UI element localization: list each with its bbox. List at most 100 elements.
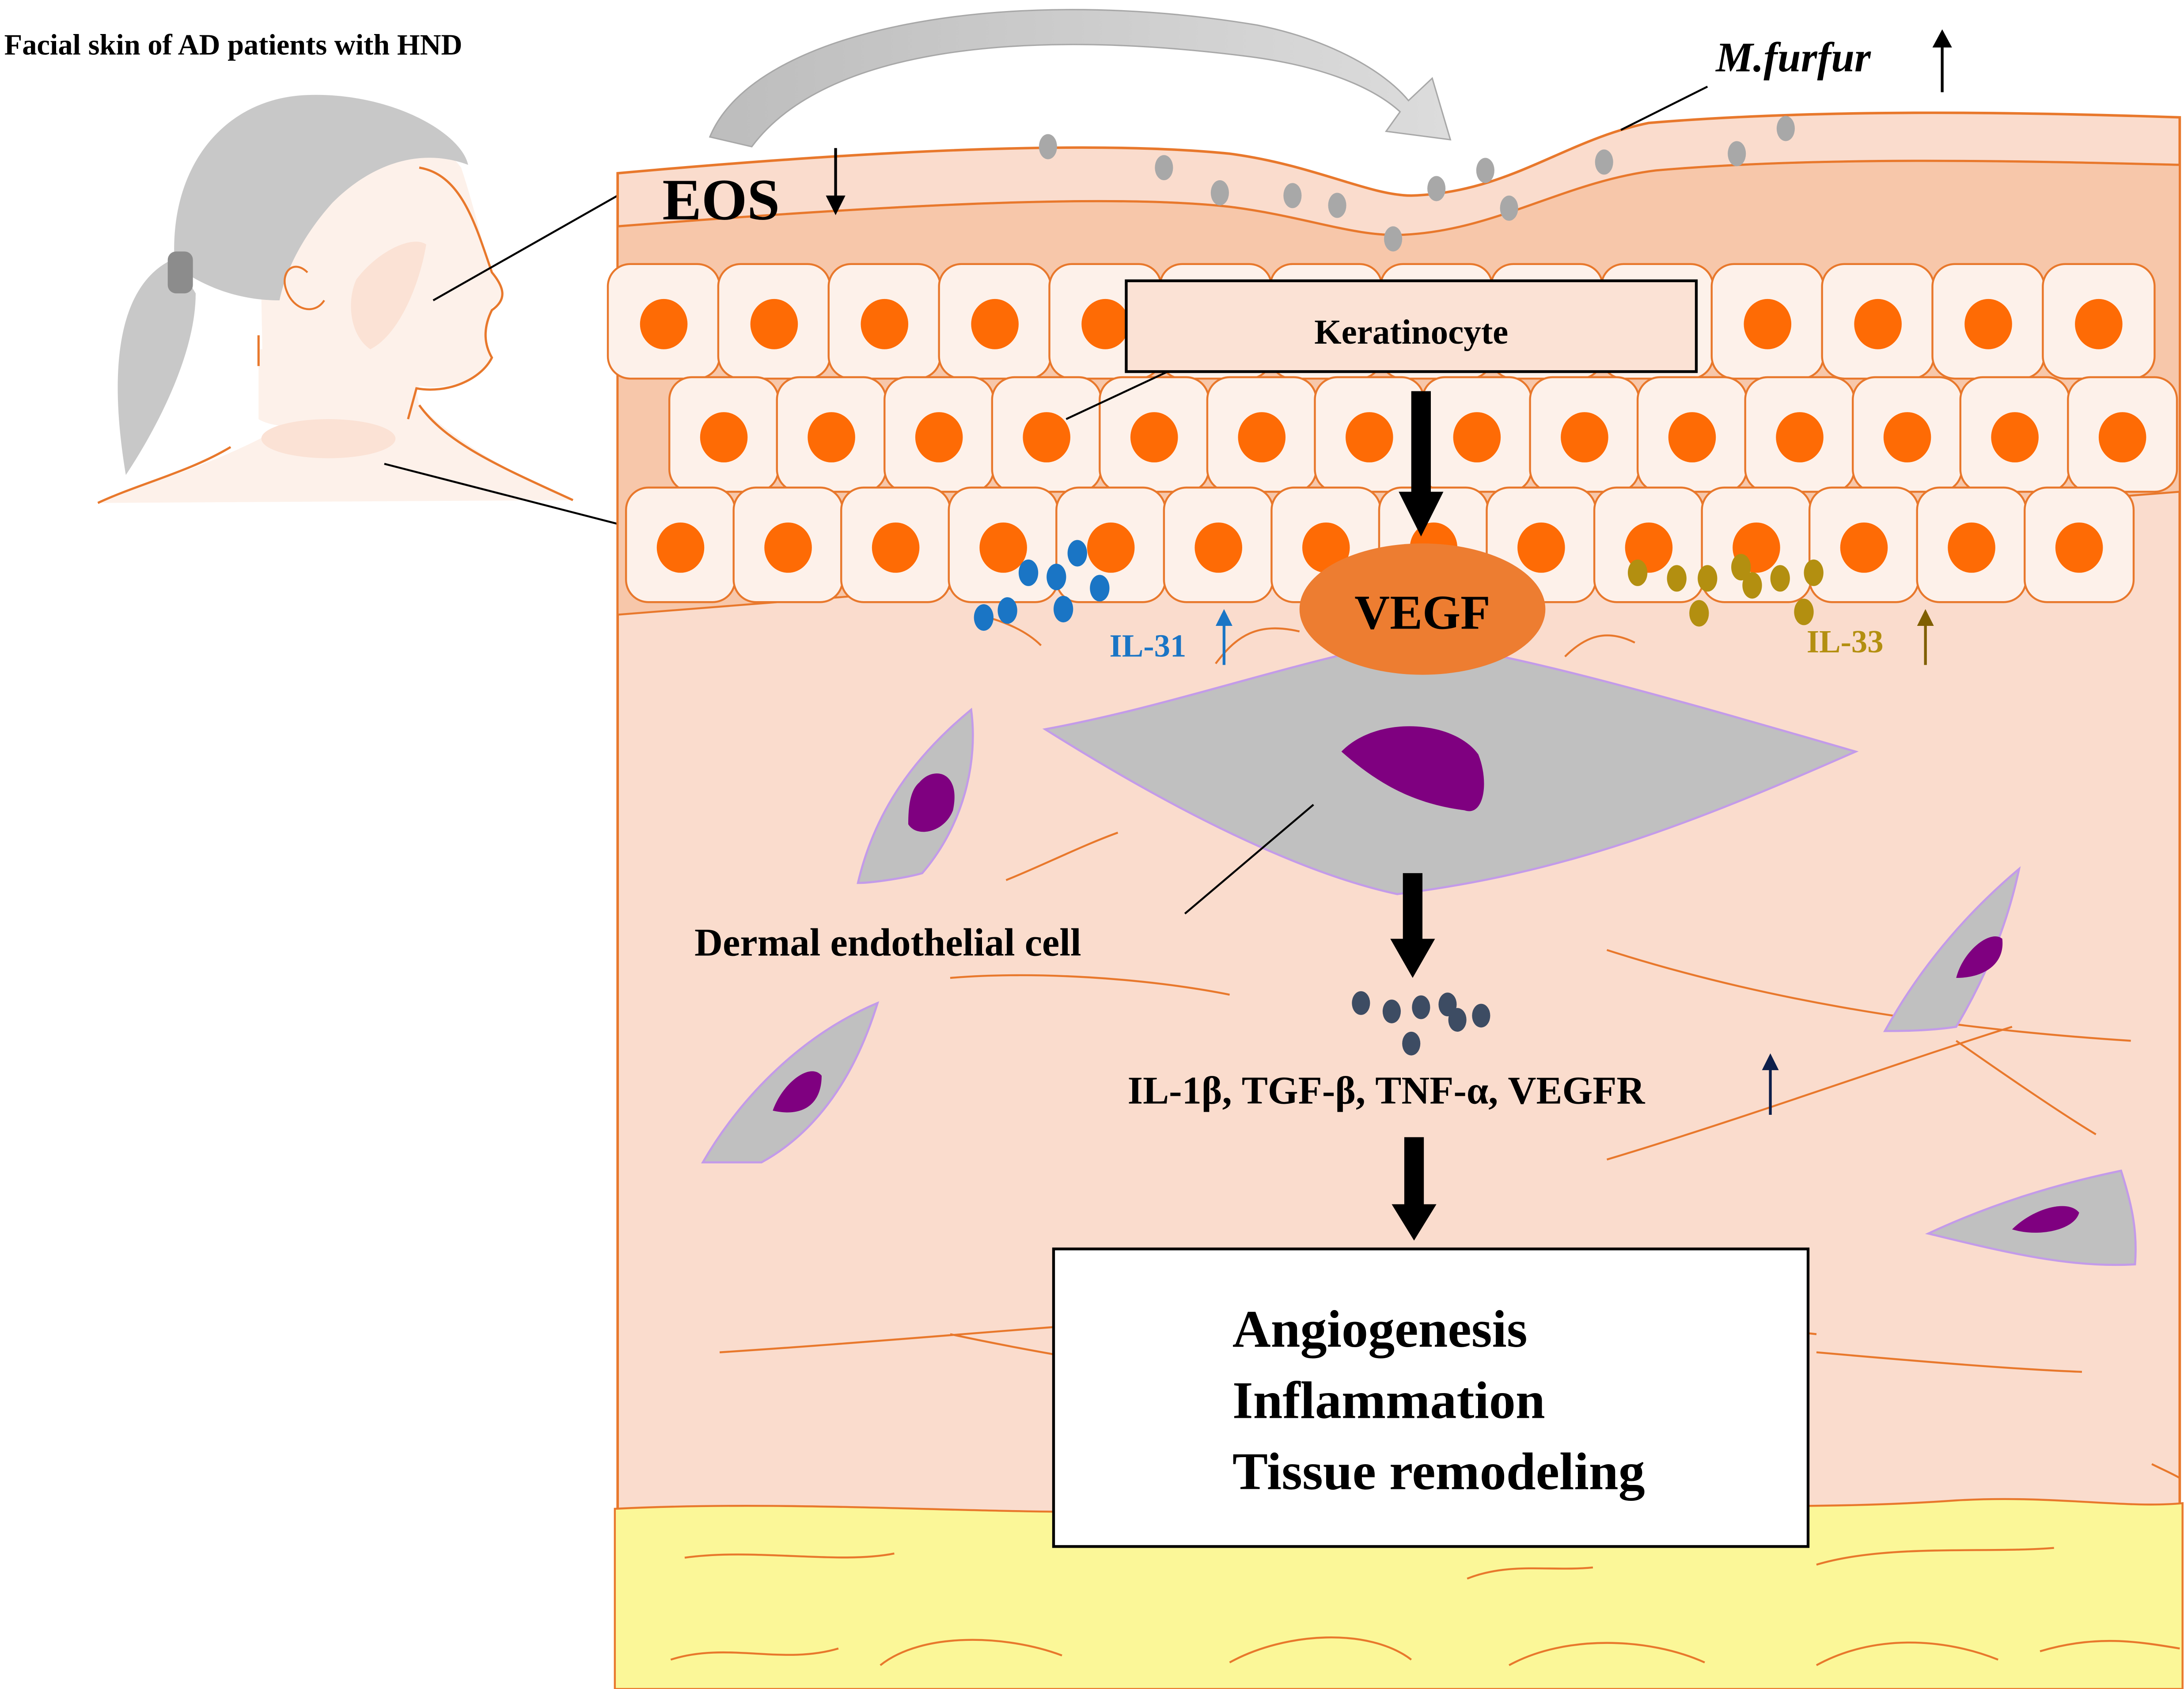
keratinocyte-nucleus	[1668, 412, 1716, 462]
ear	[284, 265, 325, 311]
arrow-keratinocyte-to-vegf	[1399, 391, 1444, 537]
eos-label: EOS	[662, 167, 780, 232]
cytokine-dot	[1402, 1031, 1421, 1056]
keratinocyte-nucleus	[872, 522, 920, 573]
vegfr-up-arrow	[1762, 1053, 1779, 1115]
keratinocyte-pointer-line	[1065, 368, 1174, 420]
head-caption: Facial skin of AD patients with HND	[4, 29, 463, 61]
keratinocyte-nucleus	[1517, 522, 1565, 573]
keratinocyte-nucleus	[700, 412, 748, 462]
cytokine-dot	[1352, 991, 1370, 1015]
m-furfur-dot	[1283, 183, 1302, 208]
dermal-endothelial-cell-main	[1042, 639, 1859, 895]
stratum-line	[617, 159, 2180, 236]
il33-dots	[1627, 554, 1824, 627]
il33-dot	[1804, 559, 1824, 586]
keratinocyte-nucleus	[1744, 299, 1792, 349]
fat-lobule-lines	[670, 1547, 2180, 1666]
curved-transfer-arrow	[709, 9, 1452, 148]
cytokine-dot	[1412, 995, 1430, 1019]
cytokine-dot	[1448, 1008, 1467, 1032]
keratinocyte-nucleus	[2055, 522, 2103, 573]
keratinocyte-nucleus	[764, 522, 812, 573]
m-furfur-up-arrow	[1932, 29, 1952, 92]
m-furfur-dot	[1155, 155, 1173, 181]
small-endothelial-cells	[701, 708, 2137, 1266]
eos-down-arrow	[826, 148, 846, 216]
il33-dot	[1667, 565, 1687, 592]
endothelial-nucleus	[1341, 726, 1484, 811]
keratinocyte-label: Keratinocyte	[1314, 313, 1508, 352]
il33-dot	[1698, 565, 1718, 592]
m-furfur-dot	[1328, 193, 1346, 218]
keratinocyte-nucleus	[1346, 412, 1393, 462]
il33-up-arrow	[1917, 609, 1934, 665]
keratinocyte-nucleus	[1964, 299, 2012, 349]
keratinocyte-nucleus	[979, 522, 1027, 573]
keratinocyte-nucleus	[1991, 412, 2039, 462]
keratinocyte-nucleus	[2098, 412, 2146, 462]
cytokines-label: IL-1β, TGF-β, TNF-α, VEGFR	[1128, 1069, 1646, 1113]
endothelial-pointer-line	[1184, 804, 1314, 915]
keratinocyte-nucleus	[1302, 522, 1350, 573]
keratinocyte-nucleus	[1194, 522, 1243, 573]
keratinocyte-nucleus	[1561, 412, 1608, 462]
keratinocyte-nucleus	[1840, 522, 1888, 573]
il31-dot	[1046, 564, 1066, 591]
keratinocyte-label-box: Keratinocyte	[1065, 279, 1698, 420]
outcome-tissue-remodeling: Tissue remodeling	[1232, 1442, 1645, 1501]
neck-pointer-line	[384, 462, 618, 525]
keratinocyte-nucleus	[1130, 412, 1178, 462]
il33-dot	[1731, 554, 1751, 581]
keratinocyte-nucleus	[1948, 522, 1995, 573]
il31-label: IL-31	[1110, 628, 1187, 664]
shoulder-outline	[97, 404, 574, 504]
keratinocyte-nucleus	[640, 299, 688, 349]
keratinocyte-nucleus	[1854, 299, 1902, 349]
keratinocyte-nucleus	[750, 299, 798, 349]
il33-dot	[1689, 600, 1709, 627]
keratinocyte-nucleus	[1883, 412, 1931, 462]
m-furfur-pointer-line	[1620, 86, 1708, 131]
dermal-endothelial-cell-label: Dermal endothelial cell	[694, 921, 1081, 964]
keratinocyte-nucleus	[808, 412, 855, 462]
il31-up-arrow	[1215, 609, 1232, 665]
ponytail	[118, 258, 196, 475]
il31-dot	[1067, 540, 1087, 567]
keratinocyte-nucleus	[1238, 412, 1286, 462]
hair	[174, 95, 468, 301]
outcome-angiogenesis: Angiogenesis	[1232, 1299, 1528, 1359]
cytokine-dot	[1382, 1000, 1401, 1023]
keratinocyte-nucleus	[915, 412, 963, 462]
m-furfur-dot	[1500, 195, 1518, 221]
vegf-label: VEGF	[1354, 585, 1490, 639]
keratinocyte-nucleus	[1023, 412, 1070, 462]
keratinocyte-nucleus	[1453, 412, 1501, 462]
il31-dot	[974, 604, 994, 631]
il31-dot	[1090, 575, 1110, 602]
vegf-blob: VEGF	[1299, 543, 1546, 675]
cytokine-dot	[1472, 1004, 1490, 1028]
keratinocyte-nucleus	[1087, 522, 1135, 573]
m-furfur-dot	[1476, 158, 1494, 183]
il33-dot	[1794, 598, 1814, 625]
keratinocyte-nucleus	[861, 299, 909, 349]
cytokine-dots	[1352, 991, 1490, 1056]
il33-dot	[1770, 565, 1790, 592]
il31-dot	[1018, 559, 1039, 586]
arrow-cytokines-to-outcomes	[1392, 1137, 1437, 1241]
m-furfur-dots	[1039, 116, 1795, 252]
m-furfur-dot	[1595, 149, 1613, 175]
keratinocyte-nucleus	[1081, 299, 1129, 349]
m-furfur-dot	[1384, 226, 1403, 252]
outcome-box: Angiogenesis Inflammation Tissue remodel…	[1052, 1247, 1810, 1548]
arrow-endothelial-to-cytokines	[1390, 873, 1435, 978]
cheek-patch	[351, 242, 426, 349]
face-pointer-line	[432, 194, 618, 301]
outcome-inflammation: Inflammation	[1232, 1371, 1545, 1429]
il33-dot	[1742, 572, 1762, 599]
keratinocyte-nucleus	[2075, 299, 2123, 349]
hair-tie	[167, 251, 193, 294]
